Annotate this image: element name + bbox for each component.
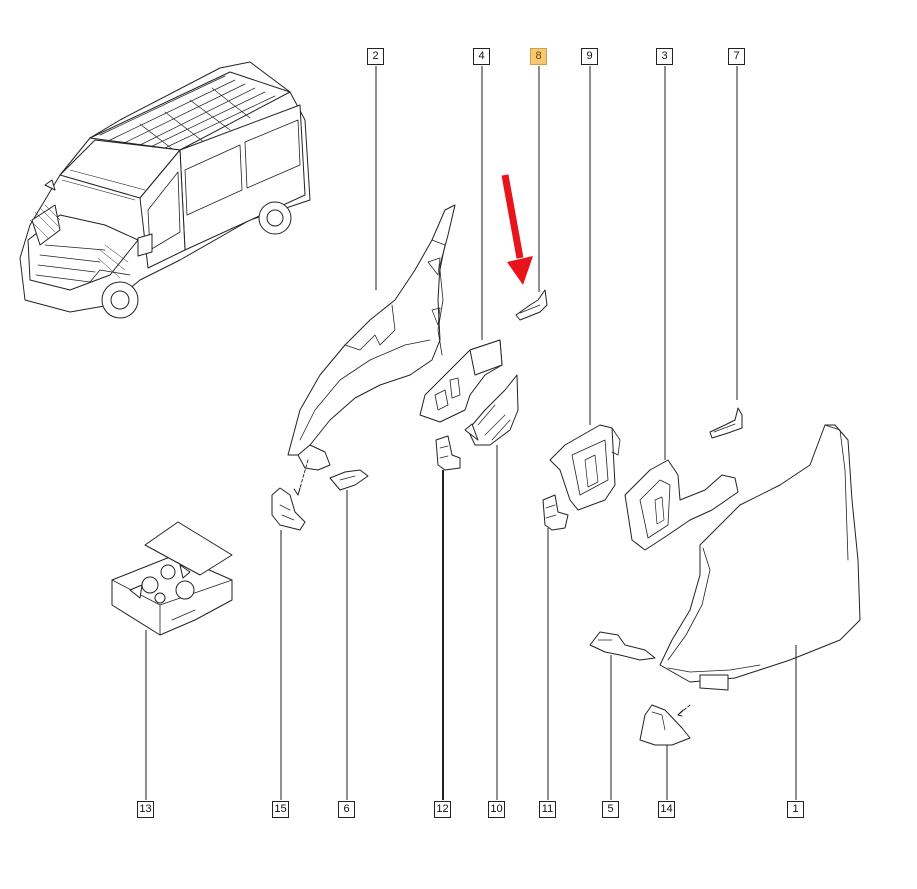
callout-12[interactable]: 12 [434, 801, 451, 818]
callout-5[interactable]: 5 [602, 801, 619, 818]
callout-1[interactable]: 1 [787, 801, 804, 818]
part-6-drawing [329, 469, 369, 491]
van-illustration [19, 61, 311, 319]
part-15-drawing [271, 487, 306, 531]
part-9-drawing [549, 424, 621, 511]
part-10-drawing [464, 374, 519, 446]
callout-7[interactable]: 7 [728, 48, 745, 65]
callout-2[interactable]: 2 [367, 48, 384, 65]
callout-15[interactable]: 15 [272, 801, 289, 818]
callout-11[interactable]: 11 [539, 801, 556, 818]
part-1-drawing [659, 424, 861, 691]
part-11-drawing [542, 494, 569, 531]
part-2-drawing [287, 204, 456, 471]
part-5-drawing [589, 631, 656, 661]
indicator-arrow-icon [501, 174, 533, 285]
callout-10[interactable]: 10 [488, 801, 505, 818]
callout-4[interactable]: 4 [473, 48, 490, 65]
part-12-drawing [435, 435, 461, 471]
callout-9[interactable]: 9 [581, 48, 598, 65]
callout-6[interactable]: 6 [338, 801, 355, 818]
part-14-drawing [639, 704, 691, 746]
callout-8[interactable]: 8 [530, 48, 547, 65]
part-7-drawing [709, 407, 743, 439]
part-8-drawing [515, 289, 548, 321]
part-4-drawing [419, 339, 503, 423]
part-13-drawing [111, 521, 233, 636]
callout-3[interactable]: 3 [656, 48, 673, 65]
callout-13[interactable]: 13 [137, 801, 154, 818]
part-3-drawing [624, 459, 739, 551]
callout-14[interactable]: 14 [658, 801, 675, 818]
